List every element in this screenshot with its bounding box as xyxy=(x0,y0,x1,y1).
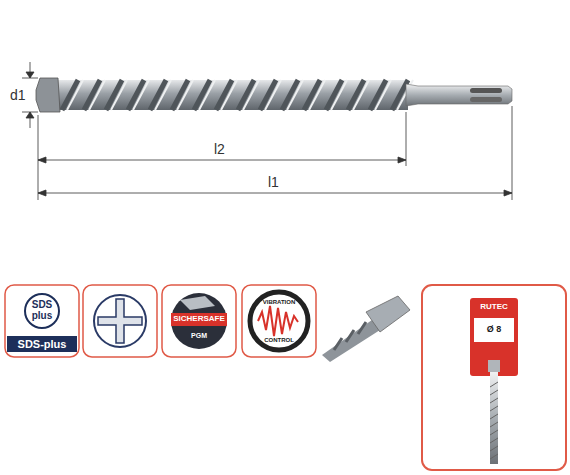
icon-text: PGM xyxy=(191,332,207,339)
dimension-label: l1 xyxy=(268,175,279,189)
helix-flutes xyxy=(62,80,413,110)
icon-text: SDS xyxy=(32,300,53,310)
icon-banner: SDS-plus xyxy=(18,339,67,350)
icon-sds xyxy=(5,285,79,357)
flute-body xyxy=(40,80,408,110)
sds-shank xyxy=(406,84,512,106)
drill-tip-photo xyxy=(322,296,410,362)
icon-sichersafe xyxy=(162,285,236,357)
carbide-head xyxy=(36,78,60,112)
dimension-label: d1 xyxy=(10,88,26,102)
icon-vibration xyxy=(242,285,316,357)
shank-slot xyxy=(470,88,502,93)
shank-slot xyxy=(470,97,502,102)
package-size: Ø 8 xyxy=(487,325,502,334)
icon-text: VIBRATION xyxy=(263,299,296,305)
dimension-label: l2 xyxy=(214,142,225,156)
drill-bit xyxy=(36,78,512,112)
icon-banner: SICHERSAFE xyxy=(173,315,225,323)
icon-cross-head xyxy=(83,285,157,357)
brand-label: RUTEC xyxy=(480,303,508,311)
dimension-lines xyxy=(22,62,512,200)
icon-text: plus xyxy=(32,311,53,321)
package-photo xyxy=(422,285,566,470)
icon-text: CONTROL xyxy=(264,337,294,343)
